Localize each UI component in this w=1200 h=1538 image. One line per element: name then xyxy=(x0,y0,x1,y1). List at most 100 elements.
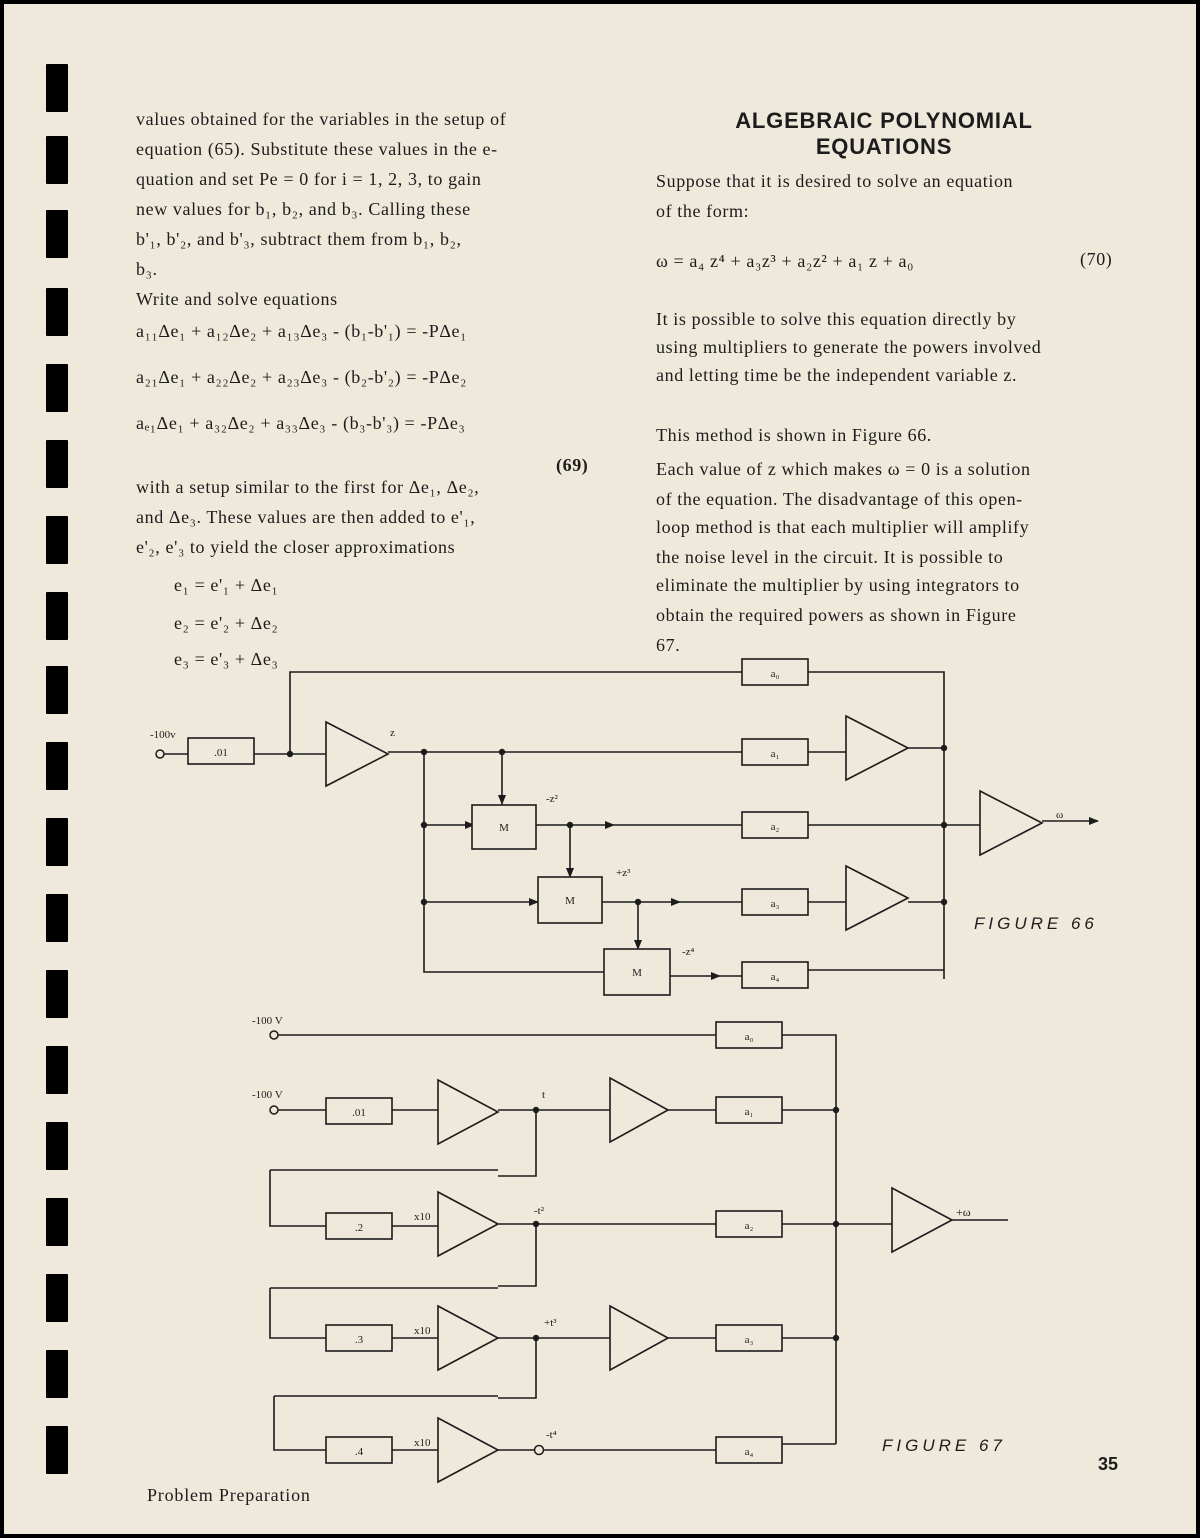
coefficient-label: a₄ xyxy=(745,1446,754,1458)
text-line: eliminate the multiplier by using integr… xyxy=(656,575,1020,595)
coefficient-box xyxy=(325,1324,393,1352)
circuit-diagrams: -100v .01 z a₀ a₁ a₂ a₃ a₄ M M M -z² +z³… xyxy=(150,658,1099,1484)
text-line: equation (65). Substitute these values i… xyxy=(136,139,498,159)
text-line: 67. xyxy=(656,635,681,655)
section-title: ALGEBRAIC POLYNOMIAL xyxy=(735,108,1033,133)
output-label: ω xyxy=(1056,809,1063,821)
coefficient-label: .2 xyxy=(355,1222,363,1234)
text-line: loop method is that each multiplier will… xyxy=(656,517,1030,537)
binding-hole xyxy=(46,364,68,412)
text-line: using multipliers to generate the powers… xyxy=(656,337,1042,357)
coefficient-label: a₂ xyxy=(771,821,780,833)
coefficient-box xyxy=(741,658,809,686)
section-title: EQUATIONS xyxy=(815,134,953,159)
binding-hole xyxy=(46,742,68,790)
coefficient-label: .3 xyxy=(355,1334,364,1346)
coefficient-label: .01 xyxy=(214,747,228,759)
figure-67-diagram: -100 V -100 V .01 .2 .3 .4 x10 x10 x10 t… xyxy=(252,1015,1008,1484)
text-line: Each value of z which makes ω = 0 is a s… xyxy=(656,459,1031,479)
equation-number: (70) xyxy=(1080,249,1113,269)
amplifier-icon xyxy=(325,720,390,788)
binding-hole xyxy=(46,592,68,640)
amplifier-icon xyxy=(609,1076,670,1144)
coefficient-label: .4 xyxy=(355,1446,364,1458)
input-label: -100v xyxy=(150,729,176,741)
coefficient-box xyxy=(715,1021,783,1049)
text-line: and Δe₃. These values are then added to … xyxy=(136,507,476,527)
amplifier-icon xyxy=(979,789,1044,857)
coefficient-box xyxy=(741,888,809,916)
binding-hole xyxy=(46,516,68,564)
coefficient-label: a₁ xyxy=(745,1106,754,1118)
coefficient-label: a₃ xyxy=(771,898,780,910)
gain-label: x10 xyxy=(414,1325,431,1337)
multiplier-label: M xyxy=(565,895,575,907)
binding-hole xyxy=(46,440,68,488)
page-footer: Problem Preparation xyxy=(147,1485,311,1505)
signal-label: +z³ xyxy=(616,867,631,879)
coefficient-box xyxy=(187,737,255,765)
binding-hole xyxy=(46,1274,68,1322)
binding-hole xyxy=(46,1426,68,1474)
figure-caption: FIGURE 66 xyxy=(974,914,1098,933)
integrator-icon xyxy=(437,1078,500,1146)
multiplier-box xyxy=(603,948,671,996)
document-page: values obtained for the variables in the… xyxy=(4,4,1196,1534)
input-label: -100 V xyxy=(252,1089,283,1101)
amplifier-icon xyxy=(845,714,910,782)
page-number: 35 xyxy=(1098,1454,1119,1474)
equation-line: ω = a₄ z⁴ + a₃z³ + a₂z² + a₁ z + a₀ xyxy=(656,251,914,271)
output-label: +ω xyxy=(956,1205,971,1219)
text-line: This method is shown in Figure 66. xyxy=(656,425,932,445)
signal-label: -t⁴ xyxy=(546,1429,557,1441)
equation-line: e₂ = e'₂ + Δe₂ xyxy=(174,613,279,633)
text-line: quation and set Pe = 0 for i = 1, 2, 3, … xyxy=(136,169,482,189)
integrator-icon xyxy=(437,1304,500,1372)
coefficient-box xyxy=(715,1436,783,1464)
coefficient-box xyxy=(741,961,809,989)
equation-line: a₁₁Δe₁ + a₁₂Δe₂ + a₁₃Δe₃ - (b₁-b'₁) = -P… xyxy=(136,321,468,341)
text-line: the noise level in the circuit. It is po… xyxy=(656,547,1004,567)
binding-hole xyxy=(46,666,68,714)
coefficient-label: a₀ xyxy=(745,1031,754,1043)
figure-caption: FIGURE 67 xyxy=(882,1436,1006,1455)
signal-label: t xyxy=(542,1089,545,1101)
text-line: b'₁, b'₂, and b'₃, subtract them from b₁… xyxy=(136,229,462,249)
coefficient-box xyxy=(325,1436,393,1464)
multiplier-box xyxy=(537,876,603,924)
signal-label: +t³ xyxy=(544,1317,557,1329)
coefficient-label: a₂ xyxy=(745,1220,754,1232)
text-line: Write and solve equations xyxy=(136,289,338,309)
integrator-icon xyxy=(437,1416,500,1484)
text-line: e'₂, e'₃ to yield the closer approximati… xyxy=(136,537,456,557)
equation-line: a₂₁Δe₁ + a₂₂Δe₂ + a₂₃Δe₃ - (b₂-b'₂) = -P… xyxy=(136,367,468,387)
coefficient-label: a₃ xyxy=(745,1334,754,1346)
binding-hole xyxy=(46,970,68,1018)
text-line: new values for b₁, b₂, and b₃. Calling t… xyxy=(136,199,471,219)
multiplier-label: M xyxy=(632,967,642,979)
equation-line: e₃ = e'₃ + Δe₃ xyxy=(174,649,279,669)
text-line: and letting time be the independent vari… xyxy=(656,365,1018,385)
text-line: with a setup similar to the first for Δe… xyxy=(136,477,480,497)
multiplier-box xyxy=(471,804,537,850)
coefficient-box xyxy=(741,811,809,839)
figure-66-diagram: -100v .01 z a₀ a₁ a₂ a₃ a₄ M M M -z² +z³… xyxy=(150,658,1099,996)
binding-hole xyxy=(46,64,68,112)
binding-hole xyxy=(46,288,68,336)
signal-label: -t² xyxy=(534,1205,545,1217)
equation-line: e₁ = e'₁ + Δe₁ xyxy=(174,575,279,595)
signal-label: -z⁴ xyxy=(682,946,695,958)
binding-hole xyxy=(46,818,68,866)
binding-hole xyxy=(46,1122,68,1170)
coefficient-label: a₀ xyxy=(771,668,780,680)
amplifier-icon xyxy=(891,1186,954,1254)
coefficient-box xyxy=(741,738,809,766)
text-line: b₃. xyxy=(136,259,158,279)
signal-label: z xyxy=(390,727,395,739)
coefficient-label: a₁ xyxy=(771,748,780,760)
multiplier-label: M xyxy=(499,822,509,834)
binding-hole xyxy=(46,210,68,258)
amplifier-icon xyxy=(609,1304,670,1372)
coefficient-box xyxy=(325,1097,393,1125)
binding-hole xyxy=(46,136,68,184)
